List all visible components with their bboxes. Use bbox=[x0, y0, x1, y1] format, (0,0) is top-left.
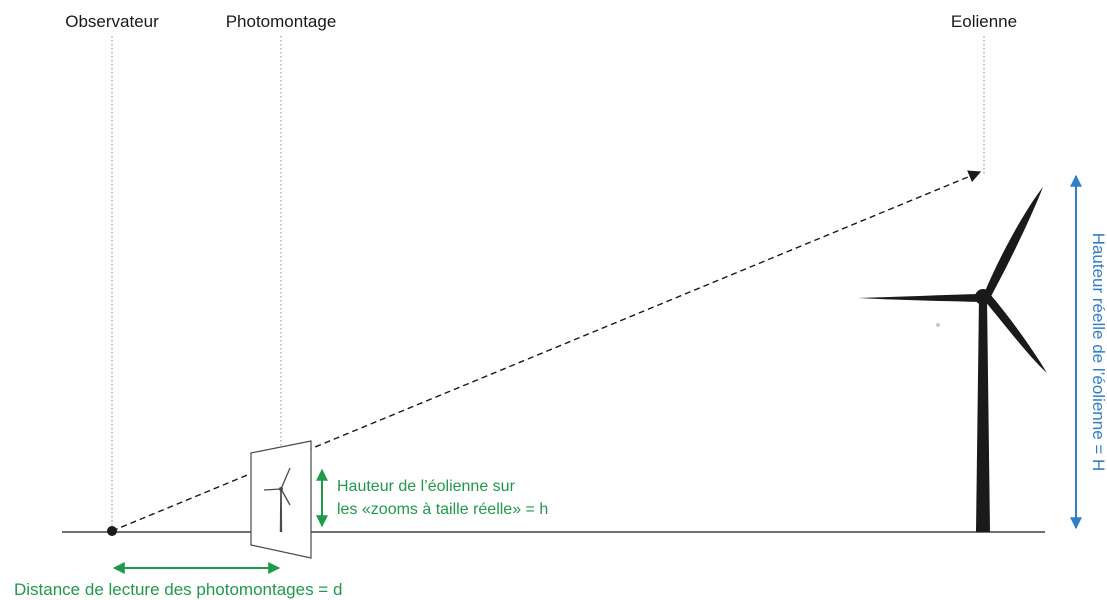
speck-mark bbox=[936, 323, 940, 327]
zoom-height-label-line1: Hauteur de l’éolienne sur bbox=[337, 478, 516, 495]
turbine-label: Eolienne bbox=[951, 12, 1017, 31]
small-turbine-icon bbox=[263, 467, 291, 532]
reading-distance-label: Distance de lecture des photomontages = … bbox=[14, 580, 342, 599]
zoom-height-label-line2: les «zooms à taille réelle» = h bbox=[337, 501, 548, 518]
photomontage-label: Photomontage bbox=[226, 12, 337, 31]
real-height-label: Hauteur réelle de l’éolienne = H bbox=[1089, 233, 1107, 472]
sight-line-arrow bbox=[111, 170, 982, 532]
observer-label: Observateur bbox=[65, 12, 159, 31]
wind-turbine-icon bbox=[858, 187, 1047, 532]
observer-point bbox=[107, 526, 117, 536]
